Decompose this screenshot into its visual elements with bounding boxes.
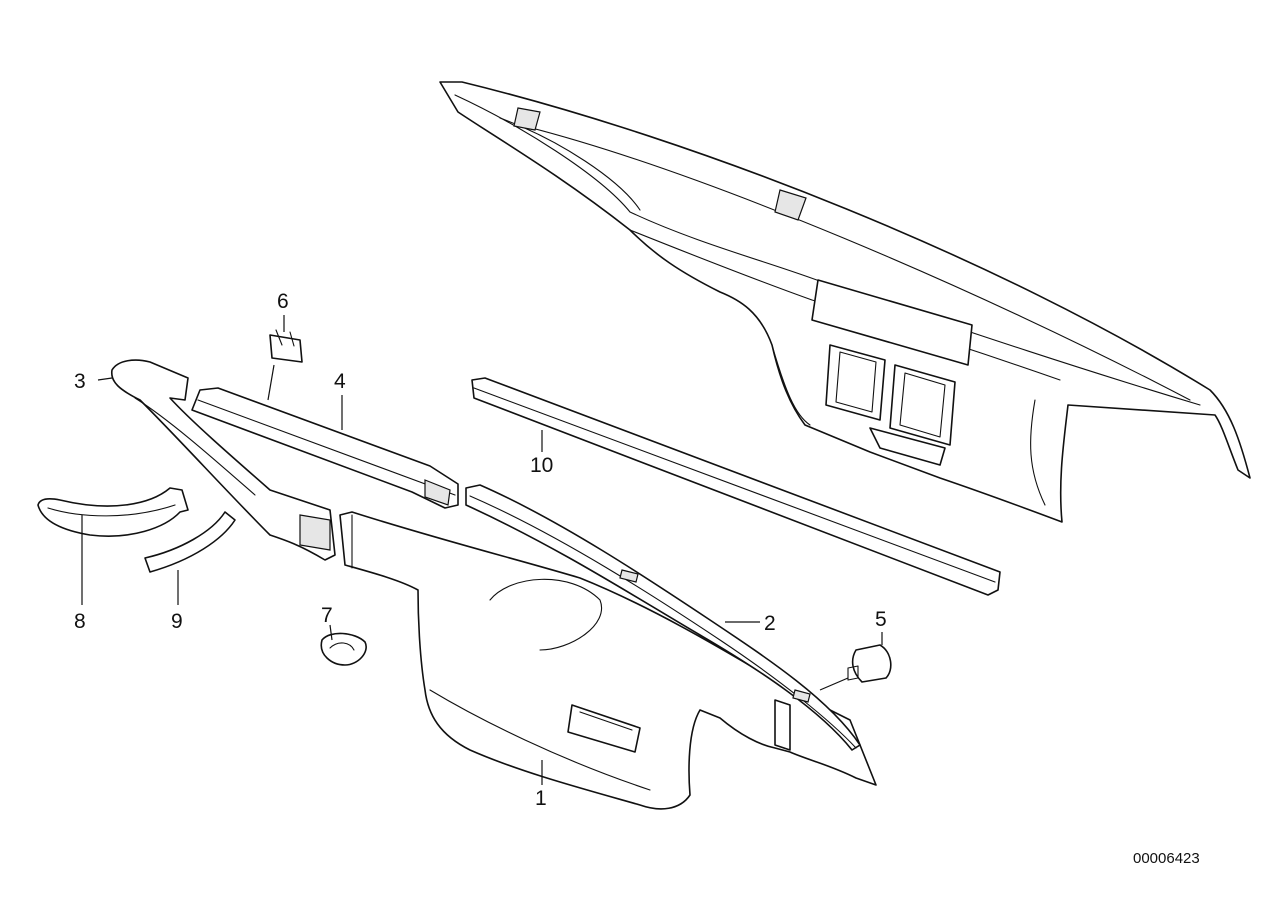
part-8-trim [37,487,189,537]
trunk-lid [439,81,1251,523]
part-5-cap [847,644,892,683]
callout-2: 2 [764,612,776,635]
part-7-fastener [320,632,367,666]
callout-3: 3 [74,370,86,393]
callout-4: 4 [334,370,346,393]
callout-9: 9 [171,610,183,633]
callouts: 1 2 3 4 5 6 7 8 9 10 [74,290,887,810]
callout-1: 1 [535,787,547,810]
part-9-trim [144,511,236,573]
part-2-trim-strip [465,484,861,751]
part-10-strip [471,377,1001,596]
part-1-trim-panel [339,511,877,810]
part-3-trim [111,359,336,561]
callout-8: 8 [74,610,86,633]
callout-10: 10 [530,454,553,477]
part-4-trim [191,387,459,509]
reference-number: 00006423 [1133,850,1200,867]
callout-5: 5 [875,608,887,631]
leader-lines [81,315,883,785]
part-6-clip [269,329,303,363]
callout-6: 6 [277,290,289,313]
callout-7: 7 [321,604,333,627]
